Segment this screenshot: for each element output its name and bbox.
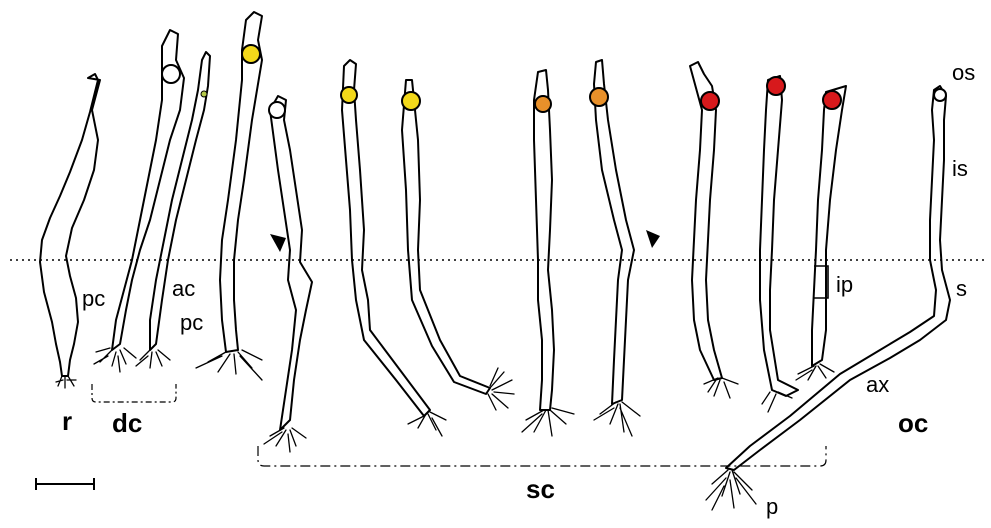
label-pc-left: pc — [82, 286, 105, 311]
oil-droplet-yellow-sc2 — [402, 92, 420, 110]
oil-droplet-green-dc — [201, 91, 207, 97]
label-p: p — [766, 494, 778, 519]
oil-droplet-red-sc2 — [767, 77, 785, 95]
label-is: is — [952, 156, 968, 181]
label-s: s — [956, 276, 967, 301]
label-ip: ip — [836, 272, 853, 297]
oil-droplet-yellow-sc1 — [341, 87, 357, 103]
label-dc: dc — [112, 408, 142, 438]
scale-bar — [36, 478, 94, 490]
arrowhead-2 — [646, 230, 660, 248]
oil-droplet-white-sc1 — [269, 102, 285, 118]
cell-single-cones — [264, 60, 846, 452]
label-oc: oc — [898, 408, 928, 438]
label-pc-right: pc — [180, 310, 203, 335]
oil-droplet-red-sc3 — [823, 91, 841, 109]
dc-bracket — [92, 384, 176, 402]
label-ax: ax — [866, 372, 889, 397]
label-os: os — [952, 60, 975, 85]
oil-droplet-orange-sc1 — [535, 96, 551, 112]
sc-bracket — [258, 446, 826, 466]
oil-droplet-red-sc1 — [701, 92, 719, 110]
arrowhead-1 — [270, 234, 286, 252]
label-sc: sc — [526, 474, 555, 504]
oil-droplet-yellow-dc — [242, 45, 260, 63]
oil-droplet-orange-sc2 — [590, 88, 608, 106]
label-ac: ac — [172, 276, 195, 301]
cell-double-cone — [94, 12, 262, 380]
oil-droplet-white-dc — [162, 65, 180, 83]
oil-droplet-white-oc — [934, 89, 946, 101]
cell-rod — [40, 74, 100, 388]
label-r: r — [62, 406, 72, 436]
